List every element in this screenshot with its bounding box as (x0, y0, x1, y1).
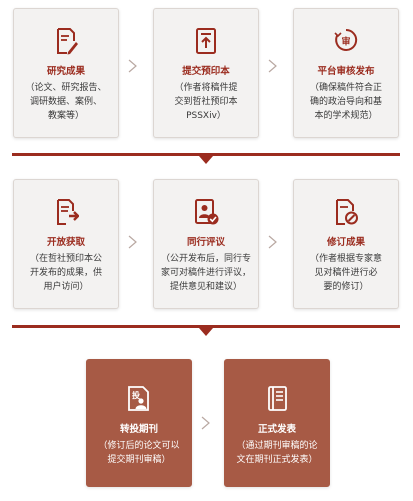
step-card-submit-preprint: 提交预印本 （作者将稿件提 交到哲社预印本 PSSXiv） (153, 8, 259, 138)
edit-document-icon (57, 28, 78, 55)
step-title: 同行评议 (186, 237, 225, 248)
chevron-right-icon (268, 59, 277, 73)
step-description-line: （通过期刊审稿的论 (236, 441, 318, 451)
step-description: （通过期刊审稿的论 文在期刊正式发表） (232, 439, 322, 467)
step-description-line: 交到哲社预印本 (174, 97, 238, 107)
step-description-line: （公开发布后，同行专 (161, 254, 252, 264)
step-title: 提交预印本 (182, 66, 230, 77)
step-card-research-output: 研究成果 （论文、研究报告、 调研数据、案例、 教案等） (13, 8, 119, 138)
step-title: 修订成果 (326, 237, 365, 248)
step-description: （作者根据专家意 见对稿件进行必 要的修订） (301, 252, 391, 294)
section-divider (12, 325, 400, 328)
step-description-line: （作者根据专家意 (309, 254, 382, 264)
step-description-line: 本的学术规范） (314, 111, 378, 121)
section-divider (12, 153, 400, 156)
revise-document-icon (336, 199, 358, 225)
step-card-revise-output: 修订成果 （作者根据专家意 见对稿件进行必 要的修订） (293, 179, 399, 309)
chevron-right-icon (201, 416, 210, 430)
open-access-icon (57, 199, 79, 225)
step-title: 平台审核发布 (317, 66, 375, 77)
chevron-right-icon (128, 59, 137, 73)
step-title: 正式发表 (257, 424, 296, 435)
step-description-line: （作者将稿件提 (174, 83, 238, 93)
step-title: 开放获取 (46, 237, 85, 248)
review-seal-icon: 审 (334, 28, 358, 51)
step-card-submit-journal: 投 转投期刊 （修订后的论文可以 提交期刊审稿） (86, 359, 192, 487)
step-description: （修订后的论文可以 提交期刊审稿） (94, 439, 184, 467)
svg-text:审: 审 (341, 36, 350, 48)
step-description-line: （确保稿件符合正 (309, 83, 382, 93)
step-description-line: PSSXiv） (186, 111, 226, 121)
submit-journal-icon: 投 (128, 386, 149, 411)
step-description-line: 确的政治导向和基 (309, 97, 382, 107)
step-description-line: 开发布的成果，供 (29, 268, 102, 278)
icon-label: 投 (132, 390, 140, 400)
peer-review-icon (195, 199, 219, 225)
chevron-right-icon (128, 235, 137, 249)
chevron-right-icon (268, 235, 277, 249)
step-card-peer-review: 同行评议 （公开发布后，同行专 家可对稿件进行评议， 提供意见和建议） (153, 179, 259, 309)
step-description-line: （论文、研究报告、 (25, 83, 107, 93)
step-description-line: 提供意见和建议） (169, 282, 242, 292)
step-card-formal-publication: 正式发表 （通过期刊审稿的论 文在期刊正式发表） (224, 359, 330, 487)
step-description: （论文、研究报告、 调研数据、案例、 教案等） (21, 81, 111, 123)
step-card-open-access: 开放获取 （在哲社预印本公 开发布的成果，供 用户访问） (13, 179, 119, 309)
step-description-line: 见对稿件进行必 (314, 268, 378, 278)
step-description-line: 要的修订） (323, 282, 369, 292)
step-description: （确保稿件符合正 确的政治导向和基 本的学术规范） (301, 81, 391, 123)
step-card-platform-review: 审 平台审核发布 （确保稿件符合正 确的政治导向和基 本的学术规范） (293, 8, 399, 138)
step-description: （在哲社预印本公 开发布的成果，供 用户访问） (21, 252, 111, 294)
step-description-line: 用户访问） (43, 282, 89, 292)
step-description: （公开发布后，同行专 家可对稿件进行评议， 提供意见和建议） (161, 252, 251, 294)
step-title: 转投期刊 (119, 424, 158, 435)
step-description: （作者将稿件提 交到哲社预印本 PSSXiv） (161, 81, 251, 123)
step-description-line: 文在期刊正式发表） (236, 455, 318, 465)
step-description-line: 提交期刊审稿） (107, 455, 171, 465)
down-arrow-icon (199, 328, 213, 336)
step-description-line: （在哲社预印本公 (29, 254, 102, 264)
down-arrow-icon (199, 156, 213, 164)
step-title: 研究成果 (46, 66, 85, 77)
step-description-line: 教案等） (47, 111, 84, 121)
step-description-line: 家可对稿件进行评议， (161, 268, 252, 278)
step-description-line: 调研数据、案例、 (29, 97, 102, 107)
upload-document-icon (196, 28, 216, 54)
step-description-line: （修订后的论文可以 (98, 441, 180, 451)
journal-book-icon (268, 386, 287, 411)
